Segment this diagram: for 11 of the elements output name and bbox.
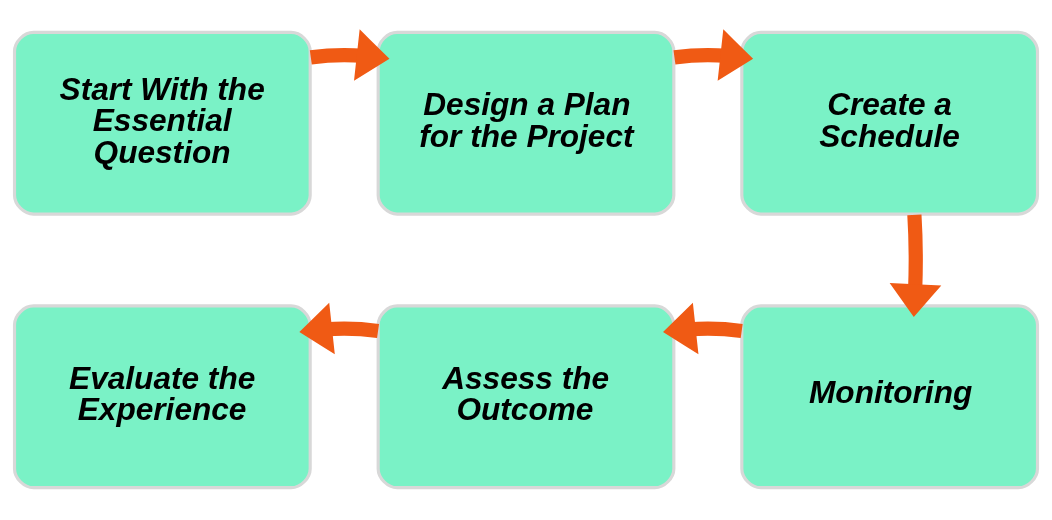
node-box: Evaluate the Experience xyxy=(12,304,312,490)
node-box: Monitoring xyxy=(740,304,1040,490)
arrow xyxy=(673,29,754,81)
node-box: Start With the Essential Question xyxy=(12,30,312,216)
arrow xyxy=(309,29,390,81)
arrow xyxy=(663,302,743,355)
node-box: Assess the Outcome xyxy=(376,304,676,490)
arrow xyxy=(299,302,379,355)
node-box: Design a Plan for the Project xyxy=(376,30,676,216)
arrow xyxy=(889,214,942,318)
node-box: Create a Schedule xyxy=(740,30,1040,216)
